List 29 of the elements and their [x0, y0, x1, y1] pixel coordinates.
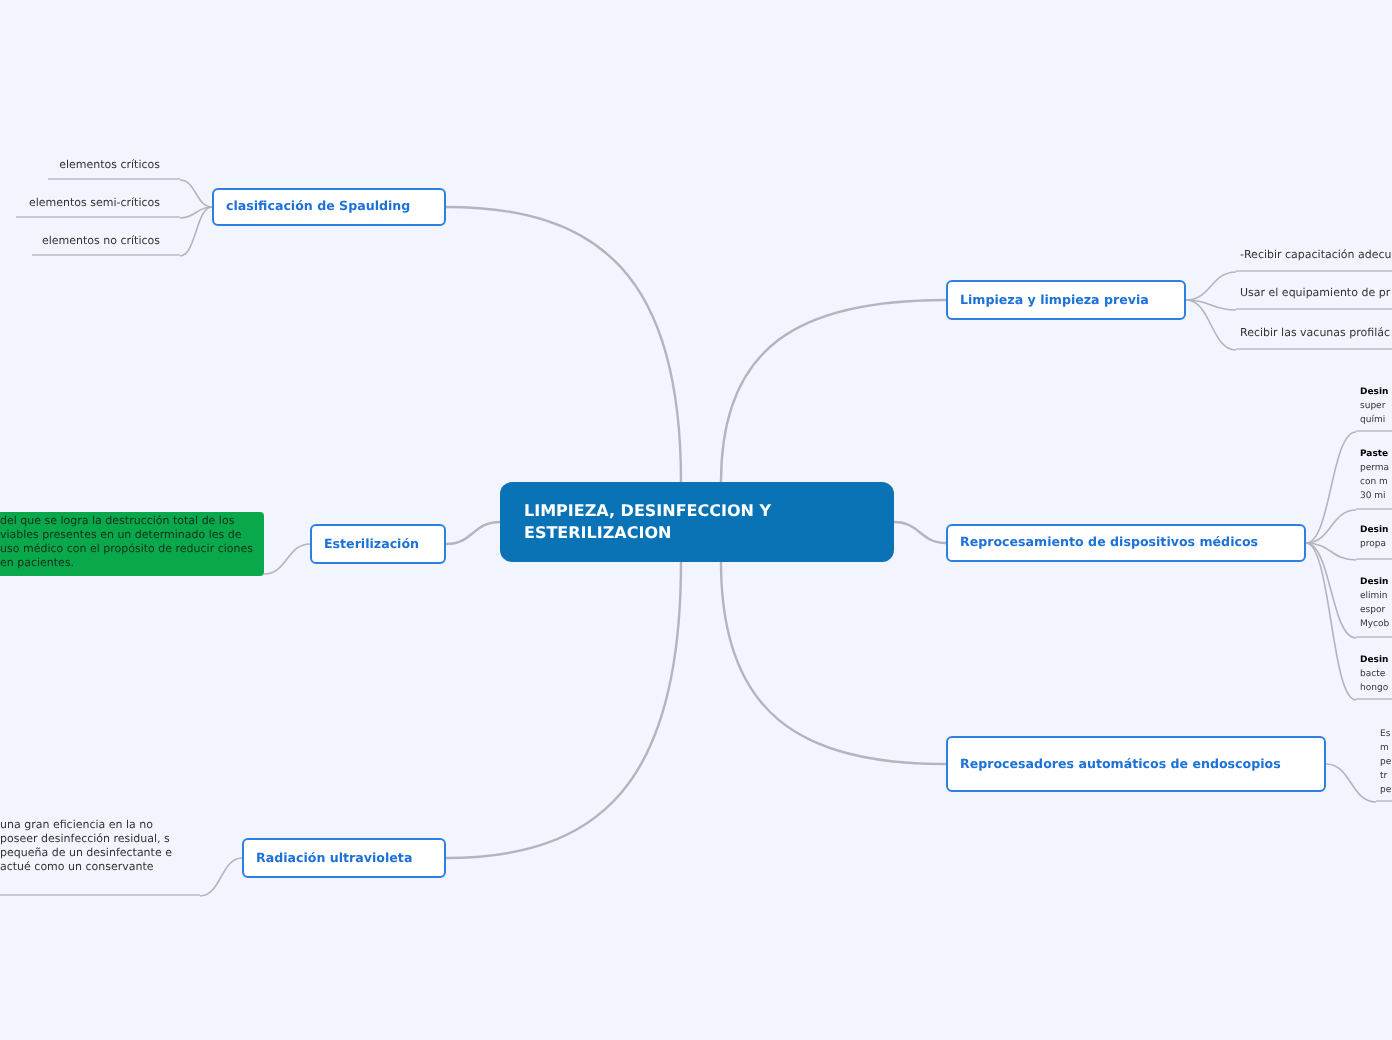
subtopic-text — [1236, 288, 1392, 310]
connector-line — [263, 543, 311, 575]
connector-line — [1305, 542, 1357, 561]
connector-line — [179, 206, 213, 219]
connector-line — [1305, 431, 1357, 544]
subtopic-text — [1376, 728, 1392, 802]
connector-line — [1325, 763, 1377, 803]
subtopic-text — [1356, 448, 1392, 510]
connector-line — [1305, 542, 1357, 701]
connector-line — [719, 298, 947, 483]
subtopic-text — [1356, 386, 1392, 432]
central-topic-box: LIMPIEZA, DESINFECCION Y ESTERILIZACION — [500, 482, 894, 562]
connector-line — [179, 206, 213, 257]
connector-line — [179, 179, 213, 208]
subtopic-text — [1356, 576, 1392, 638]
connector-line — [1305, 542, 1357, 639]
connector-line — [445, 561, 683, 860]
connector-line — [893, 520, 947, 545]
connector-line — [445, 205, 683, 483]
subtopic-text — [1356, 654, 1392, 700]
subtopic-text — [1236, 250, 1392, 272]
subtopic-text — [1236, 328, 1392, 350]
subtopic-text — [1356, 524, 1392, 560]
connector-line — [1185, 299, 1237, 311]
connector-line — [199, 857, 243, 897]
connector-line — [1305, 509, 1357, 544]
connector-line — [719, 561, 947, 766]
connector-line — [445, 520, 501, 546]
connector-line — [1185, 299, 1237, 351]
